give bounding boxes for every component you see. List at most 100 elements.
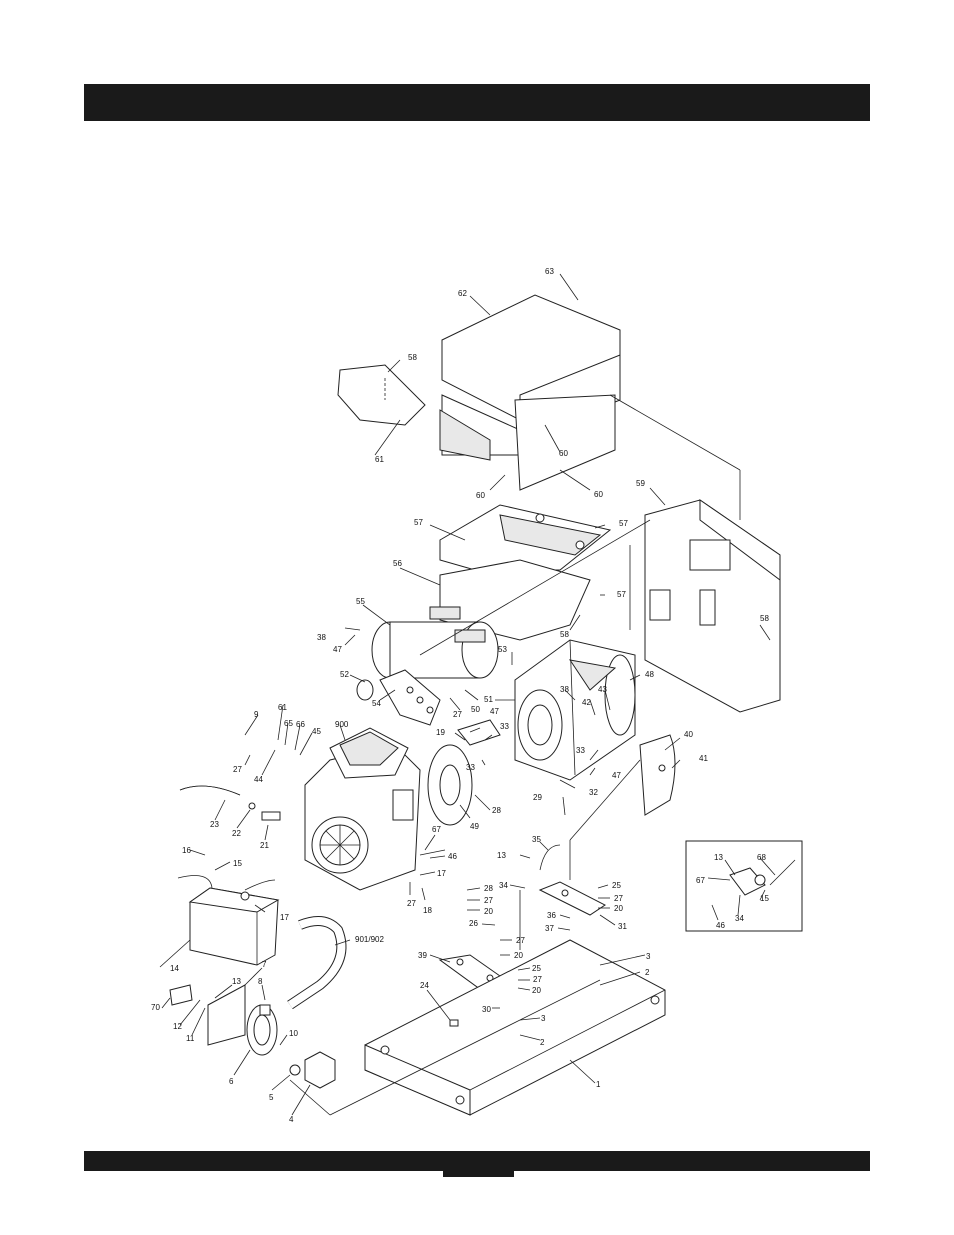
air-duct: [439, 559, 591, 641]
callout-62: 62: [458, 289, 467, 298]
detail-callout-68: 68: [757, 853, 766, 862]
callout-42: 42: [582, 698, 591, 707]
callout-3: 3: [646, 952, 651, 961]
callout-51: 51: [484, 695, 493, 704]
callout-4: 4: [289, 1115, 294, 1124]
baffle-plate: [439, 504, 612, 575]
callout-20: 20: [532, 986, 541, 995]
callout-2: 2: [645, 968, 650, 977]
callout-63: 63: [545, 267, 554, 276]
callout-50: 50: [471, 705, 480, 714]
callout-47: 47: [333, 645, 342, 654]
header-bar: [84, 84, 870, 121]
callout-20: 20: [514, 951, 523, 960]
callout-36: 36: [547, 911, 556, 920]
callout-31: 31: [618, 922, 627, 931]
callout-40: 40: [684, 730, 693, 739]
callout-27: 27: [484, 896, 493, 905]
callout-13: 13: [232, 977, 241, 986]
callout-30: 30: [482, 1005, 491, 1014]
callout-61: 61: [278, 703, 287, 712]
callout-8: 8: [258, 977, 263, 986]
base-frame: [364, 939, 666, 1116]
detail-callout-34: 34: [735, 914, 744, 923]
detail-callout-15: 15: [760, 894, 769, 903]
callout-28: 28: [492, 806, 501, 815]
callout-46: 46: [448, 852, 457, 861]
page-number-tab: [443, 1151, 514, 1177]
callout-27: 27: [233, 765, 242, 774]
callout-25: 25: [612, 881, 621, 890]
callout-65: 65: [284, 719, 293, 728]
callout-33: 33: [466, 763, 475, 772]
callout-58: 58: [760, 614, 769, 623]
callout-2: 2: [540, 1038, 545, 1047]
alternator-housing: [514, 639, 636, 781]
leader-lines: [159, 273, 796, 1116]
callout-13: 13: [497, 851, 506, 860]
callout-38: 38: [317, 633, 326, 642]
callout-48: 48: [645, 670, 654, 679]
callout-27: 27: [453, 710, 462, 719]
callout-58: 58: [408, 353, 417, 362]
callout-18: 18: [423, 906, 432, 915]
callout-38: 38: [560, 685, 569, 694]
callout-35: 35: [532, 835, 541, 844]
callout-29: 29: [533, 793, 542, 802]
callout-54: 54: [372, 699, 381, 708]
callout-33: 33: [500, 722, 509, 731]
callout-19: 19: [436, 728, 445, 737]
exhaust-manifold: [356, 669, 441, 726]
callout-27: 27: [533, 975, 542, 984]
callout-901-902: 901/902: [355, 935, 384, 944]
battery: [188, 887, 280, 966]
callout-16: 16: [182, 846, 191, 855]
callout-61: 61: [375, 455, 384, 464]
callout-55: 55: [356, 597, 365, 606]
side-panel: [439, 394, 616, 491]
callout-52: 52: [340, 670, 349, 679]
callout-60: 60: [559, 449, 568, 458]
callout-7: 7: [262, 960, 267, 969]
callout-15: 15: [233, 859, 242, 868]
callout-20: 20: [614, 904, 623, 913]
callout-28: 28: [484, 884, 493, 893]
callout-900: 900: [335, 720, 349, 729]
bracket: [457, 719, 501, 746]
callout-47: 47: [490, 707, 499, 716]
intake-hose: [287, 916, 347, 1010]
battery-cable: [177, 875, 213, 889]
callout-57: 57: [414, 518, 423, 527]
callout-33: 33: [576, 746, 585, 755]
wire-lead: [419, 849, 446, 856]
fuel-regulator: [207, 984, 278, 1056]
callout-17: 17: [437, 869, 446, 878]
battery-cable-positive: [244, 879, 276, 891]
callout-11: 11: [186, 1034, 195, 1043]
callout-59: 59: [636, 479, 645, 488]
callout-27: 27: [407, 899, 416, 908]
callout-43: 43: [598, 685, 607, 694]
callout-32: 32: [589, 788, 598, 797]
fuel-hose: [179, 785, 281, 821]
front-cover: [337, 364, 426, 426]
detail-callout-67: 67: [696, 876, 705, 885]
callout-9: 9: [254, 710, 259, 719]
detail-callout-46: 46: [716, 921, 725, 930]
engine: [304, 727, 421, 891]
callout-6: 6: [229, 1077, 234, 1086]
callout-58: 58: [560, 630, 569, 639]
muffler: [371, 606, 499, 679]
callout-57: 57: [617, 590, 626, 599]
callout-1: 1: [596, 1080, 601, 1089]
callout-37: 37: [545, 924, 554, 933]
callout-57: 57: [619, 519, 628, 528]
callout-24: 24: [420, 981, 429, 990]
callout-12: 12: [173, 1022, 182, 1031]
callout-41: 41: [699, 754, 708, 763]
callout-56: 56: [393, 559, 402, 568]
callout-23: 23: [210, 820, 219, 829]
fan-guard-icon: [320, 825, 360, 865]
callout-47: 47: [612, 771, 621, 780]
